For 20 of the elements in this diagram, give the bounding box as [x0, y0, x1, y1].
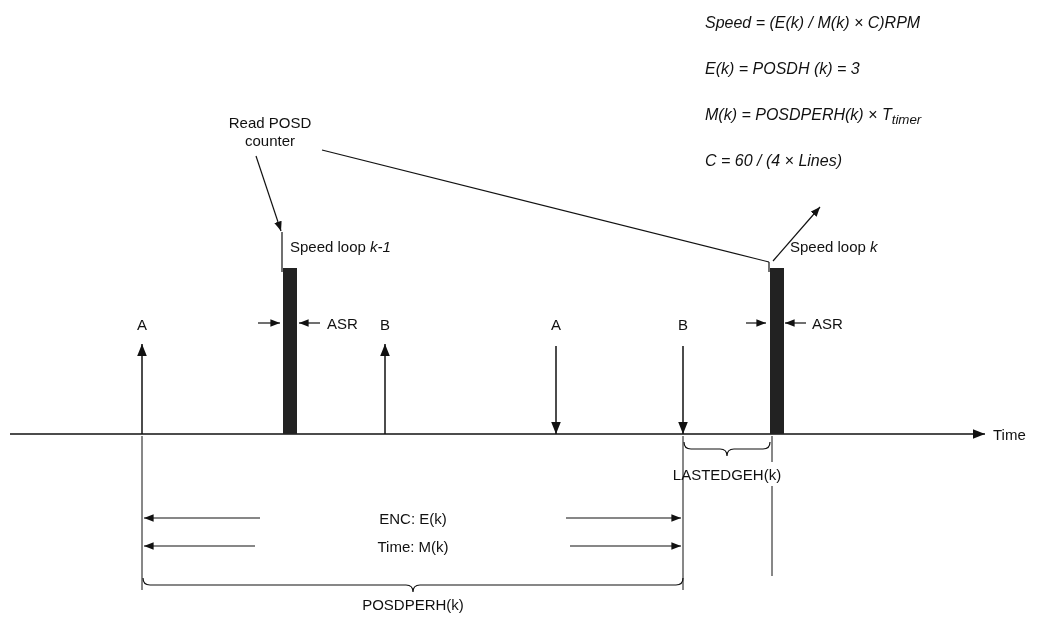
formula: E(k) = POSDH (k) = 3 — [705, 60, 860, 78]
event-label: A — [137, 316, 147, 333]
leader-line — [321, 149, 770, 263]
formula: M(k) = POSDPERH(k) × T$_{timer}$ — [705, 106, 922, 128]
speed-loop-marker — [768, 262, 785, 434]
dimension-label: ASR — [327, 315, 358, 332]
dimension-label: ASR — [812, 315, 843, 332]
annotation-text: Read POSD counter — [222, 114, 318, 150]
event-label: B — [380, 316, 390, 333]
event-label: A — [551, 316, 561, 333]
formula: C = 60 / (4 × Lines) — [705, 152, 842, 170]
event-label: B — [678, 316, 688, 333]
leader-arrow — [255, 155, 282, 232]
dimension-label: POSDPERH(k) — [362, 596, 464, 613]
dimension-label: LASTEDGEH(k) — [672, 466, 782, 483]
axis-label: Time — [993, 426, 1026, 443]
speed-loop-label: Speed loop k-1 — [290, 238, 391, 255]
leader-arrow — [772, 206, 821, 262]
speed-loop-label: Speed loop k — [790, 238, 878, 255]
formula: Speed = (E(k) / M(k) × C)RPM — [705, 14, 921, 32]
